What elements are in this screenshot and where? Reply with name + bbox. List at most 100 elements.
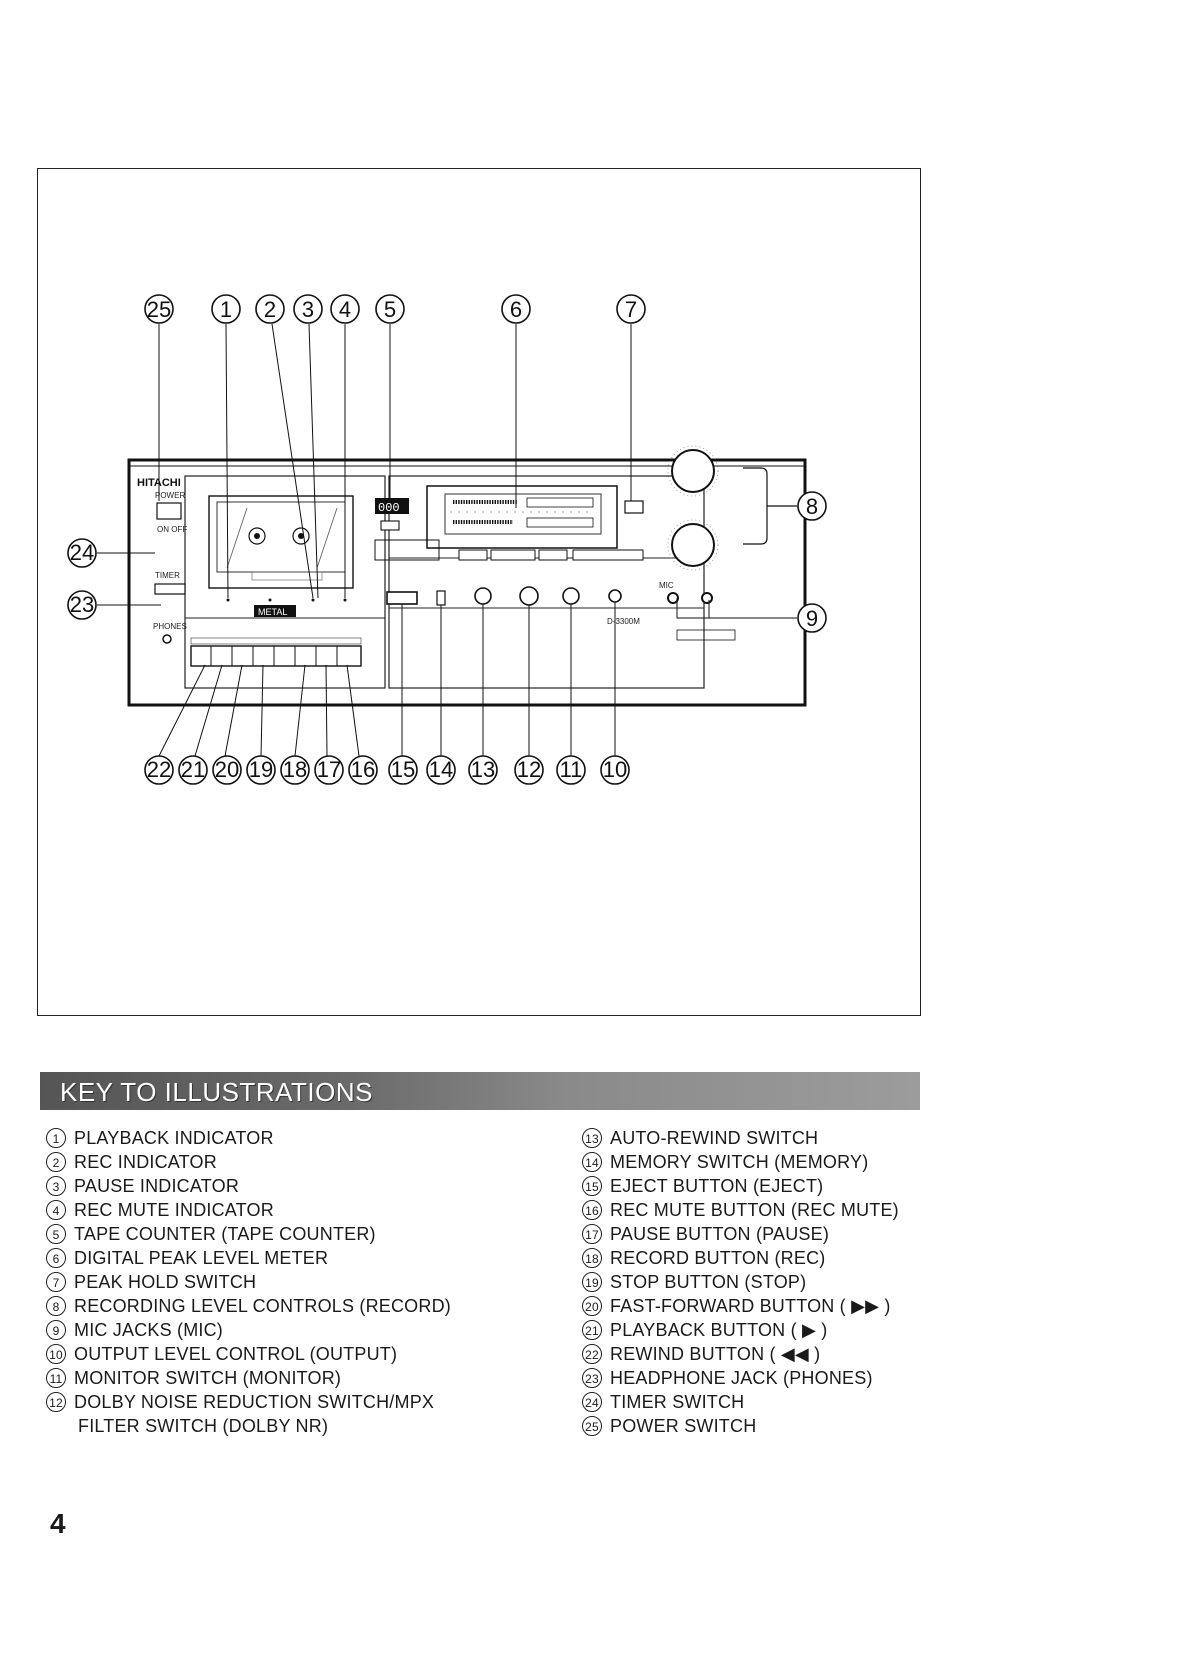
key-label: REC MUTE INDICATOR xyxy=(74,1200,274,1220)
key-number: 15 xyxy=(582,1176,602,1196)
key-number: 19 xyxy=(582,1272,602,1292)
key-number: 4 xyxy=(46,1200,66,1220)
key-number: 2 xyxy=(46,1152,66,1172)
svg-text:22: 22 xyxy=(147,757,171,782)
key-number: 25 xyxy=(582,1416,602,1436)
svg-text:12: 12 xyxy=(517,757,541,782)
svg-text:19: 19 xyxy=(249,757,273,782)
callouts-top: 25 1 2 3 4 5 6 7 8 9 24 23 xyxy=(67,294,827,633)
key-item-22: 22 REWIND BUTTON ( ◀◀ ) xyxy=(582,1342,942,1366)
key-label: PLAYBACK INDICATOR xyxy=(74,1128,274,1148)
cassette-deck-diagram: HITACHI POWER ON OFF TIMER PHONES METAL … xyxy=(37,168,921,1016)
key-item-3: 3 PAUSE INDICATOR xyxy=(46,1174,516,1198)
key-label: MEMORY SWITCH (MEMORY) xyxy=(610,1152,869,1172)
key-label: TIMER SWITCH xyxy=(610,1392,745,1412)
key-label: AUTO-REWIND SWITCH xyxy=(610,1128,819,1148)
key-number: 22 xyxy=(582,1344,602,1364)
key-number: 10 xyxy=(46,1344,66,1364)
svg-text:2: 2 xyxy=(264,297,276,322)
callout-5: 5 xyxy=(375,294,405,324)
monitor-knob xyxy=(562,587,580,605)
callout-22: 22 xyxy=(144,755,174,785)
callout-4: 4 xyxy=(330,294,360,324)
metal-badge xyxy=(254,605,296,617)
key-number: 8 xyxy=(46,1296,66,1316)
key-number: 3 xyxy=(46,1176,66,1196)
callout-25: 25 xyxy=(144,294,174,324)
timer-switch xyxy=(154,583,186,595)
page-number: 4 xyxy=(50,1508,66,1539)
callout-11: 11 xyxy=(556,755,586,785)
key-item-1: 1 PLAYBACK INDICATOR xyxy=(46,1126,516,1150)
key-label: RECORD BUTTON (REC) xyxy=(610,1248,826,1268)
eject-button xyxy=(386,591,418,605)
key-label: PAUSE INDICATOR xyxy=(74,1176,240,1196)
svg-text:20: 20 xyxy=(215,757,239,782)
callout-7: 7 xyxy=(616,294,646,324)
peak-hold-switch xyxy=(624,500,644,514)
key-header-bar: KEY TO ILLUSTRATIONS xyxy=(40,1072,920,1110)
transport-button-bar xyxy=(190,645,362,667)
callout-17: 17 xyxy=(314,755,344,785)
svg-text:25: 25 xyxy=(147,297,171,322)
svg-text:6: 6 xyxy=(510,297,522,322)
callout-16: 16 xyxy=(348,755,378,785)
key-item-24: 24 TIMER SWITCH xyxy=(582,1390,942,1414)
svg-text:POWER: POWER xyxy=(155,491,185,500)
key-number: 23 xyxy=(582,1368,602,1388)
model-label: D-3300M xyxy=(607,617,640,626)
callout-12: 12 xyxy=(514,755,544,785)
svg-text:13: 13 xyxy=(471,757,495,782)
callout-24: 24 xyxy=(67,538,97,568)
key-number: 17 xyxy=(582,1224,602,1244)
auto-rewind-knob xyxy=(474,587,492,605)
key-number: 20 xyxy=(582,1296,602,1316)
key-item-14: 14 MEMORY SWITCH (MEMORY) xyxy=(582,1150,942,1174)
peak-level-meter xyxy=(426,485,618,549)
key-number: 13 xyxy=(582,1128,602,1148)
figure-frame xyxy=(37,168,921,1016)
svg-text:PHONES: PHONES xyxy=(153,622,187,631)
output-knob xyxy=(608,589,622,603)
callout-3: 3 xyxy=(293,294,323,324)
callout-1: 1 xyxy=(211,294,241,324)
svg-text:4: 4 xyxy=(339,297,351,322)
key-item-8: 8 RECORDING LEVEL CONTROLS (RECORD) xyxy=(46,1294,516,1318)
svg-text:7: 7 xyxy=(625,297,637,322)
callout-20: 20 xyxy=(212,755,242,785)
key-label: RECORDING LEVEL CONTROLS (RECORD) xyxy=(74,1296,451,1316)
callout-18: 18 xyxy=(280,755,310,785)
svg-text:17: 17 xyxy=(317,757,341,782)
svg-text:9: 9 xyxy=(806,606,818,631)
svg-text:10: 10 xyxy=(603,757,627,782)
key-number: 6 xyxy=(46,1248,66,1268)
svg-text:14: 14 xyxy=(429,757,453,782)
key-number: 18 xyxy=(582,1248,602,1268)
key-number: 14 xyxy=(582,1152,602,1172)
key-number: 1 xyxy=(46,1128,66,1148)
key-number: 21 xyxy=(582,1320,602,1340)
callout-23: 23 xyxy=(67,590,97,620)
key-label: REC MUTE BUTTON (REC MUTE) xyxy=(610,1200,899,1220)
record-level-knob-lower xyxy=(671,523,715,567)
svg-text:METAL: METAL xyxy=(258,607,287,617)
key-number: 24 xyxy=(582,1392,602,1412)
key-label: MONITOR SWITCH (MONITOR) xyxy=(74,1368,342,1388)
memory-switch xyxy=(436,590,446,606)
key-item-12-continued: FILTER SWITCH (DOLBY NR) xyxy=(78,1416,329,1436)
key-label: REWIND BUTTON ( ◀◀ ) xyxy=(610,1344,821,1364)
svg-text:24: 24 xyxy=(70,540,94,565)
key-list-right: 13 AUTO-REWIND SWITCH 14 MEMORY SWITCH (MEM… xyxy=(582,1126,942,1438)
key-title: KEY TO ILLUSTRATIONS xyxy=(60,1077,373,1107)
